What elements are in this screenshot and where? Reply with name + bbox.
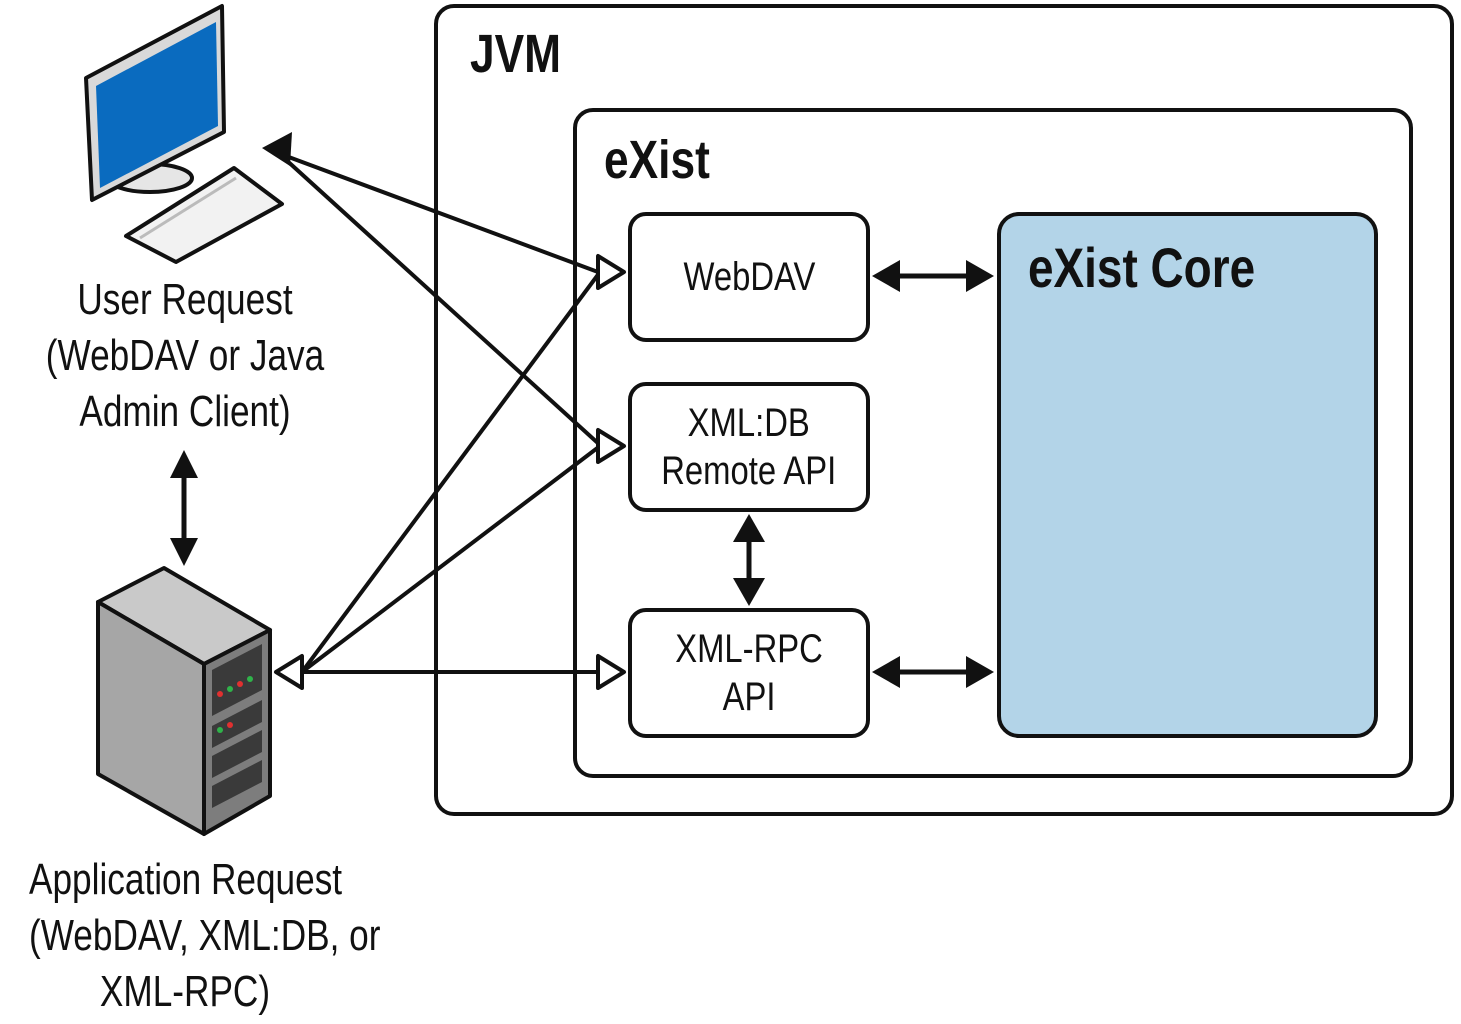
webdav-label: WebDAV: [683, 255, 815, 299]
arrow-user-webdav: [285, 154, 599, 274]
application-request-caption: Application Request (WebDAV, XML:DB, or …: [29, 852, 381, 1020]
webdav-api-box: WebDAV: [628, 212, 870, 342]
application-request-line2: (WebDAV, XML:DB, or: [29, 911, 381, 960]
arrow-app-xmldb: [300, 444, 602, 674]
user-request-line2: (WebDAV or Java: [45, 331, 325, 380]
jvm-label: JVM: [470, 24, 562, 84]
xmldb-label-line2: Remote API: [661, 449, 837, 493]
user-request-line3: Admin Client): [79, 387, 291, 436]
arrow-user-xmldb: [282, 156, 602, 447]
application-request-line1: Application Request: [29, 855, 343, 904]
exist-container: [573, 108, 1413, 778]
application-request-line3: XML-RPC): [99, 967, 271, 1016]
xmldb-label-line1: XML:DB: [687, 401, 811, 445]
xmlrpc-api-box: XML-RPC API: [628, 608, 870, 738]
exist-core-box: [997, 212, 1378, 738]
jvm-container: [434, 4, 1454, 816]
server-tower-icon: [96, 566, 272, 836]
exist-core-label: eXist Core: [1028, 236, 1256, 299]
arrow-app-webdav: [300, 270, 602, 674]
user-request-line1: User Request: [77, 275, 293, 324]
desktop-computer-icon: [84, 4, 284, 264]
xmlrpc-label-line2: API: [722, 675, 776, 719]
xmldb-api-box: XML:DB Remote API: [628, 382, 870, 512]
xmlrpc-label-line1: XML-RPC: [675, 627, 823, 671]
exist-label: eXist: [604, 130, 710, 190]
user-request-caption: User Request (WebDAV or Java Admin Clien…: [37, 272, 333, 440]
